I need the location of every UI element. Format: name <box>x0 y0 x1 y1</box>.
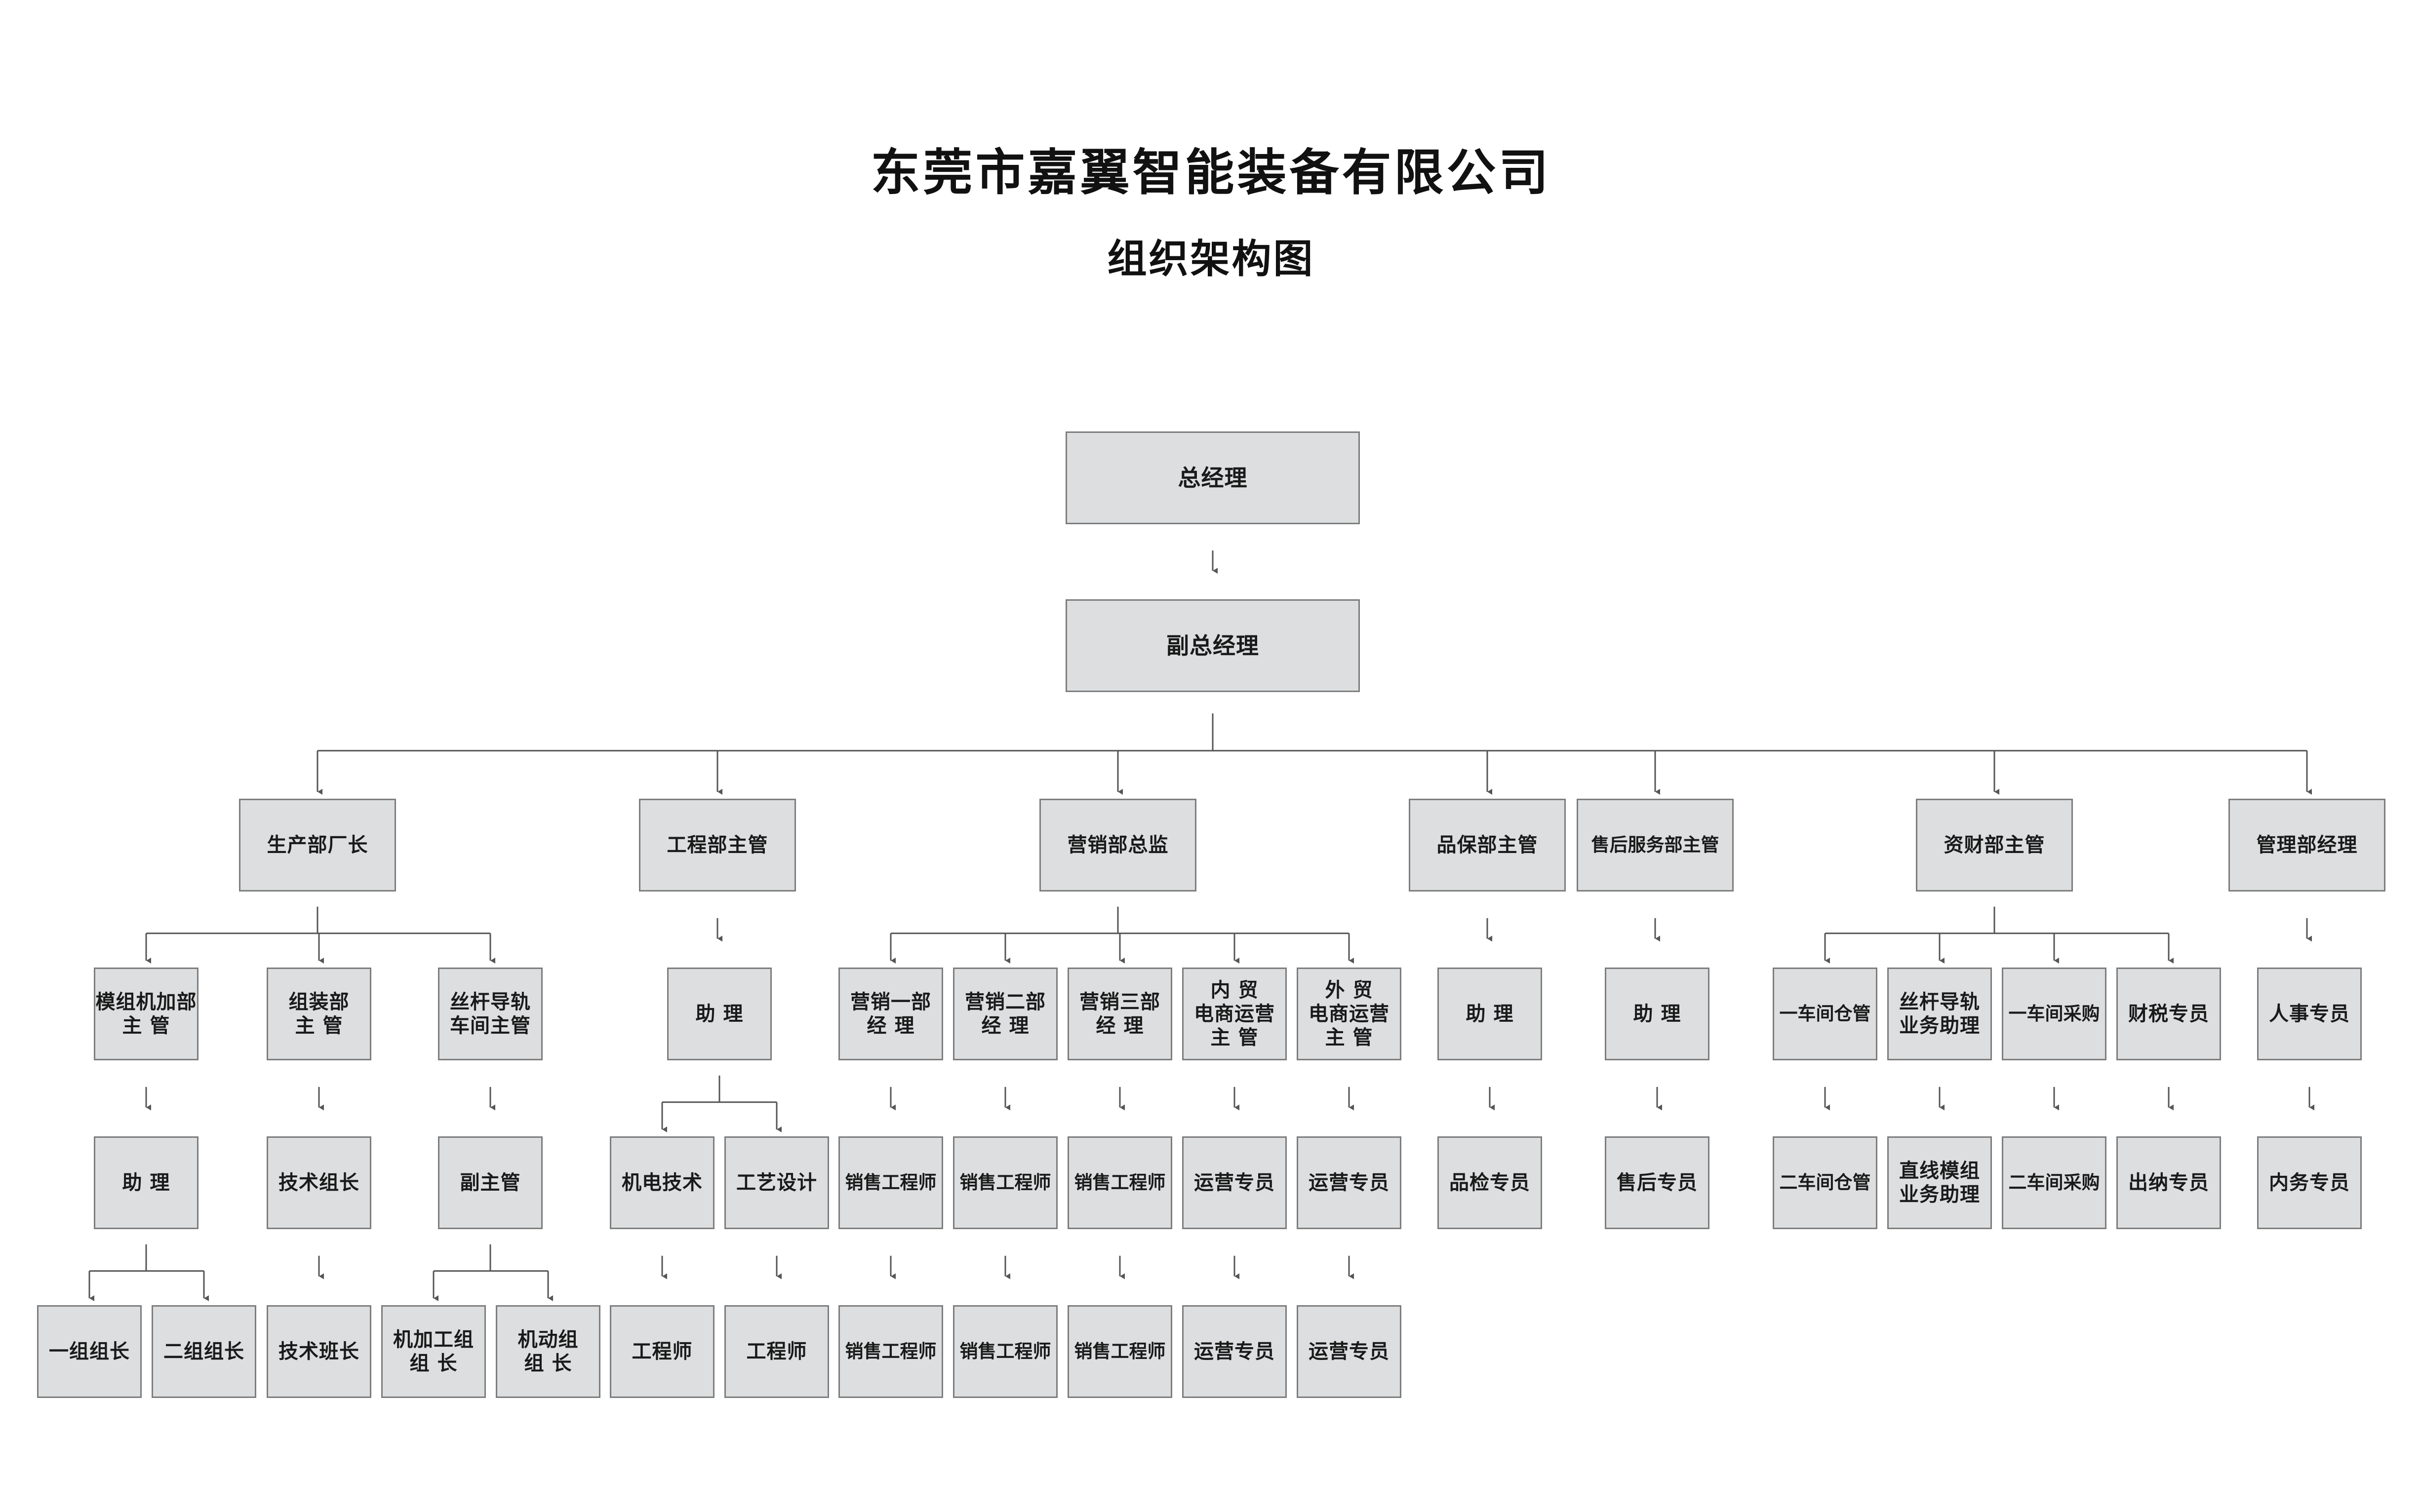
org-box-proc: 工艺设计 <box>724 1136 829 1229</box>
org-box-motion: 机动组 组 长 <box>496 1305 600 1398</box>
org-box-eng: 工程部主管 <box>639 799 796 892</box>
org-box-qc: 品检专员 <box>1437 1136 1542 1229</box>
org-box-frn: 外 贸 电商运营 主 管 <box>1297 968 1401 1060</box>
org-box-qa: 品保部主管 <box>1409 799 1566 892</box>
org-box-pur2: 二车间采购 <box>2002 1136 2106 1229</box>
org-box-fin: 资财部主管 <box>1916 799 2073 892</box>
org-box-svc-staff: 售后专员 <box>1605 1136 1709 1229</box>
company-title: 东莞市嘉翼智能装备有限公司 <box>871 144 1551 201</box>
org-box-eng1: 工程师 <box>610 1305 715 1398</box>
org-box-mod-ast: 助 理 <box>94 1136 199 1229</box>
org-box-eng2: 工程师 <box>724 1305 829 1398</box>
org-box-bz1: 丝杆导轨 业务助理 <box>1887 968 1992 1060</box>
org-box-svc: 售后服务部主管 <box>1577 799 1734 892</box>
org-box-tech-lead: 技术组长 <box>267 1136 371 1229</box>
org-box-qa-ast: 助 理 <box>1437 968 1542 1060</box>
org-box-prod: 生产部厂长 <box>239 799 396 892</box>
org-box-s1: 营销一部 经 理 <box>838 968 943 1060</box>
org-box-dom-a: 运营专员 <box>1182 1136 1287 1229</box>
org-box-s3: 营销三部 经 理 <box>1068 968 1172 1060</box>
org-box-tech-team: 技术班长 <box>267 1305 371 1398</box>
org-box-dom: 内 贸 电商运营 主 管 <box>1182 968 1287 1060</box>
org-box-asm: 组装部 主 管 <box>267 968 371 1060</box>
org-box-adm: 管理部经理 <box>2228 799 2385 892</box>
org-box-frn-b: 运营专员 <box>1297 1305 1401 1398</box>
org-box-eng-ast: 助 理 <box>667 968 772 1060</box>
org-box-s3a: 销售工程师 <box>1068 1136 1172 1229</box>
org-box-dom-b: 运营专员 <box>1182 1305 1287 1398</box>
org-box-s2: 营销二部 经 理 <box>953 968 1058 1060</box>
org-box-cash: 出纳专员 <box>2116 1136 2221 1229</box>
org-box-mod: 模组机加部 主 管 <box>94 968 199 1060</box>
org-box-deputy: 副主管 <box>438 1136 543 1229</box>
org-box-screw: 丝杆导轨 车间主管 <box>438 968 543 1060</box>
org-box-sales: 营销部总监 <box>1039 799 1196 892</box>
org-box-mach: 机加工组 组 长 <box>381 1305 486 1398</box>
org-box-frn-a: 运营专员 <box>1297 1136 1401 1229</box>
org-box-s2a: 销售工程师 <box>953 1136 1058 1229</box>
org-box-gm: 总经理 <box>1066 431 1360 524</box>
org-box-s3b: 销售工程师 <box>1068 1305 1172 1398</box>
org-box-g2: 二组组长 <box>152 1305 256 1398</box>
org-box-tax: 财税专员 <box>2116 968 2221 1060</box>
org-box-bz2: 直线模组 业务助理 <box>1887 1136 1992 1229</box>
org-box-s1b: 销售工程师 <box>838 1305 943 1398</box>
org-box-vgm: 副总经理 <box>1066 599 1360 692</box>
org-box-mech: 机电技术 <box>610 1136 715 1229</box>
org-box-hr: 人事专员 <box>2257 968 2362 1060</box>
org-box-wh1: 一车间仓管 <box>1773 968 1877 1060</box>
org-box-svc-ast: 助 理 <box>1605 968 1709 1060</box>
org-box-s1a: 销售工程师 <box>838 1136 943 1229</box>
org-box-office: 内务专员 <box>2257 1136 2362 1229</box>
chart-subtitle: 组织架构图 <box>1107 236 1315 282</box>
org-box-pur1: 一车间采购 <box>2002 968 2106 1060</box>
org-box-g1: 一组组长 <box>37 1305 142 1398</box>
org-box-wh2: 二车间仓管 <box>1773 1136 1877 1229</box>
org-box-s2b: 销售工程师 <box>953 1305 1058 1398</box>
